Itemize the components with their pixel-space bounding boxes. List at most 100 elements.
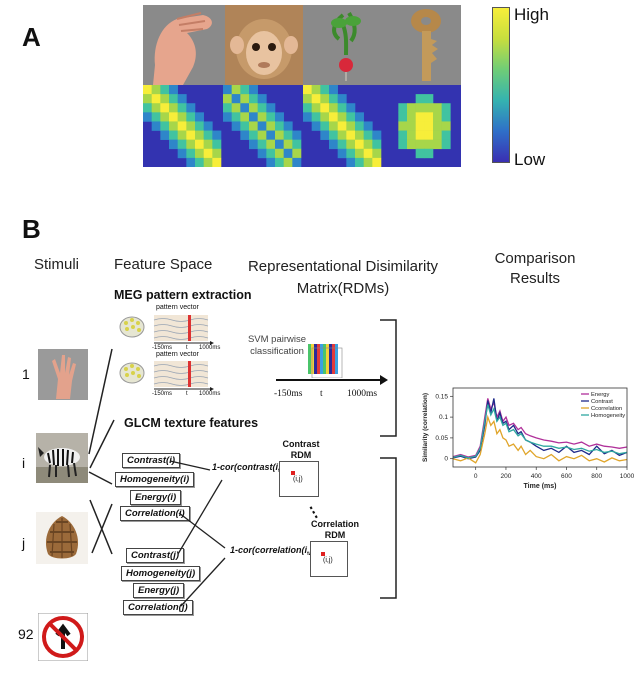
feature-energy-j: Energy(j)	[133, 583, 185, 598]
y-tick-label: 0	[444, 456, 448, 463]
heatmap-cell	[433, 130, 442, 140]
heatmap-cell	[257, 121, 267, 131]
heatmap-cell	[195, 139, 204, 150]
heatmap-cell	[240, 103, 250, 113]
heatmap-cell	[257, 103, 267, 113]
heatmap-cell	[203, 121, 213, 131]
heatmap-cell	[186, 112, 196, 122]
correlation-rdm-cell-label: (i,j)	[323, 557, 333, 564]
rdm-thumbnail-cell	[320, 371, 323, 374]
formula-correlation: 1-cor(correlation(i,j))	[230, 545, 319, 555]
heatmap-cell	[186, 157, 196, 167]
rdm-thumbnail-cell	[311, 365, 314, 368]
heatmap-cell	[283, 157, 293, 167]
rdm-thumbnail-cell	[326, 359, 329, 362]
panel-b-label: B	[22, 214, 41, 244]
heatmap-cell	[337, 130, 347, 140]
heatmap-cell	[415, 130, 425, 140]
heatmap-cell	[151, 112, 161, 122]
colorbar	[492, 7, 510, 163]
rdm-thumbnail-cell	[332, 371, 335, 374]
heatmap-cell	[372, 148, 382, 159]
heatmap-cell	[249, 94, 258, 104]
heatmap-cell	[240, 121, 250, 131]
heatmap-cell	[186, 103, 196, 113]
heatmap-cell	[143, 103, 152, 113]
heatmap-cell	[355, 112, 364, 122]
rdm-thumbnail-cell	[311, 344, 314, 347]
glcm-title: GLCM texture features	[124, 416, 259, 430]
heatmap-cell	[249, 121, 258, 131]
heatmap-cell	[177, 121, 187, 131]
heatmap-cell	[212, 130, 222, 140]
contrast-rdm-box: (i,j)	[279, 461, 319, 497]
heatmap-cell	[441, 112, 451, 122]
rdm-thumbnail-cell	[311, 347, 314, 350]
stimuli-header: Stimuli	[34, 256, 80, 273]
feature-correlation-j: Correlation(j)	[123, 600, 193, 615]
heatmap-cell	[320, 130, 330, 140]
x-tick-label: 400	[531, 473, 542, 480]
heatmap-cell	[203, 139, 213, 150]
heatmap-cell	[283, 121, 293, 131]
heatmap-cell	[195, 148, 204, 159]
heatmap-cell	[407, 121, 416, 131]
heatmap-cell	[195, 157, 204, 167]
contrast-rdm-label: Contrast RDM	[282, 439, 320, 460]
rdm-thumbnail-cell	[320, 347, 323, 350]
stimulus-number-i: i	[22, 455, 26, 471]
heatmap-cell	[203, 148, 213, 159]
rdm-thumbnail-cell	[308, 362, 311, 365]
heatmap-cell	[266, 112, 276, 122]
heatmap-cell	[320, 112, 330, 122]
heatmap-cell	[283, 130, 293, 140]
heatmap-cell	[292, 157, 302, 167]
heatmap-cell	[329, 94, 338, 104]
heatmap-cell	[424, 94, 434, 104]
heatmap-cell	[275, 130, 284, 140]
heatmap-cell	[398, 139, 408, 150]
rdm-thumbnail-cell	[332, 347, 335, 350]
rdm-thumbnail-cell	[326, 371, 329, 374]
heatmap-cell	[303, 85, 312, 95]
heatmap-cell	[169, 130, 178, 140]
rdm-thumbnail-cell	[329, 371, 332, 374]
rdm-thumbnail-cell	[317, 350, 320, 353]
heatmap-cell	[311, 103, 321, 113]
x-tick-label: 1000	[620, 473, 635, 480]
rdm-thumbnail-cell	[308, 371, 311, 374]
heatmap-cell	[249, 85, 258, 95]
rdm-thumbnail-cell	[317, 359, 320, 362]
heatmap-cell	[249, 130, 258, 140]
rdm-thumbnail-cell	[317, 362, 320, 365]
series-line-homogeneity	[452, 404, 628, 459]
rdm-thumbnail-cell	[323, 344, 326, 347]
heatmap-cell	[320, 121, 330, 131]
heatmap-cell	[160, 94, 170, 104]
heatmap-cell	[363, 157, 373, 167]
heatmap-cell	[346, 121, 356, 131]
heatmap-cell	[186, 139, 196, 150]
heatmap-cell	[303, 103, 312, 113]
heatmap-cell	[292, 130, 302, 140]
heatmap-cell	[415, 139, 425, 150]
rdm-thumbnail-cell	[311, 353, 314, 356]
rdm-thumbnail-cell	[308, 359, 311, 362]
rdm-thumbnail-cell	[329, 344, 332, 347]
heatmap-cell	[257, 139, 267, 150]
heatmap-cell	[275, 148, 284, 159]
heatmap-cell	[240, 94, 250, 104]
heatmap-cell	[433, 103, 442, 113]
heatmap-cell	[363, 130, 373, 140]
heatmap-cell	[169, 121, 178, 131]
rdm-thumbnail-cell	[326, 344, 329, 347]
heatmap-cell	[424, 103, 434, 113]
heatmap-cell	[398, 121, 408, 131]
heatmap-cell	[151, 121, 161, 131]
rdm-thumbnail-cell	[320, 356, 323, 359]
heatmap-cell	[398, 130, 408, 140]
x-tick-label: 800	[591, 473, 602, 480]
monkey-photo	[225, 5, 303, 85]
correlation-rdm-cell-marker	[321, 552, 325, 556]
y-axis-label: Similarity (correlation)	[422, 393, 429, 462]
